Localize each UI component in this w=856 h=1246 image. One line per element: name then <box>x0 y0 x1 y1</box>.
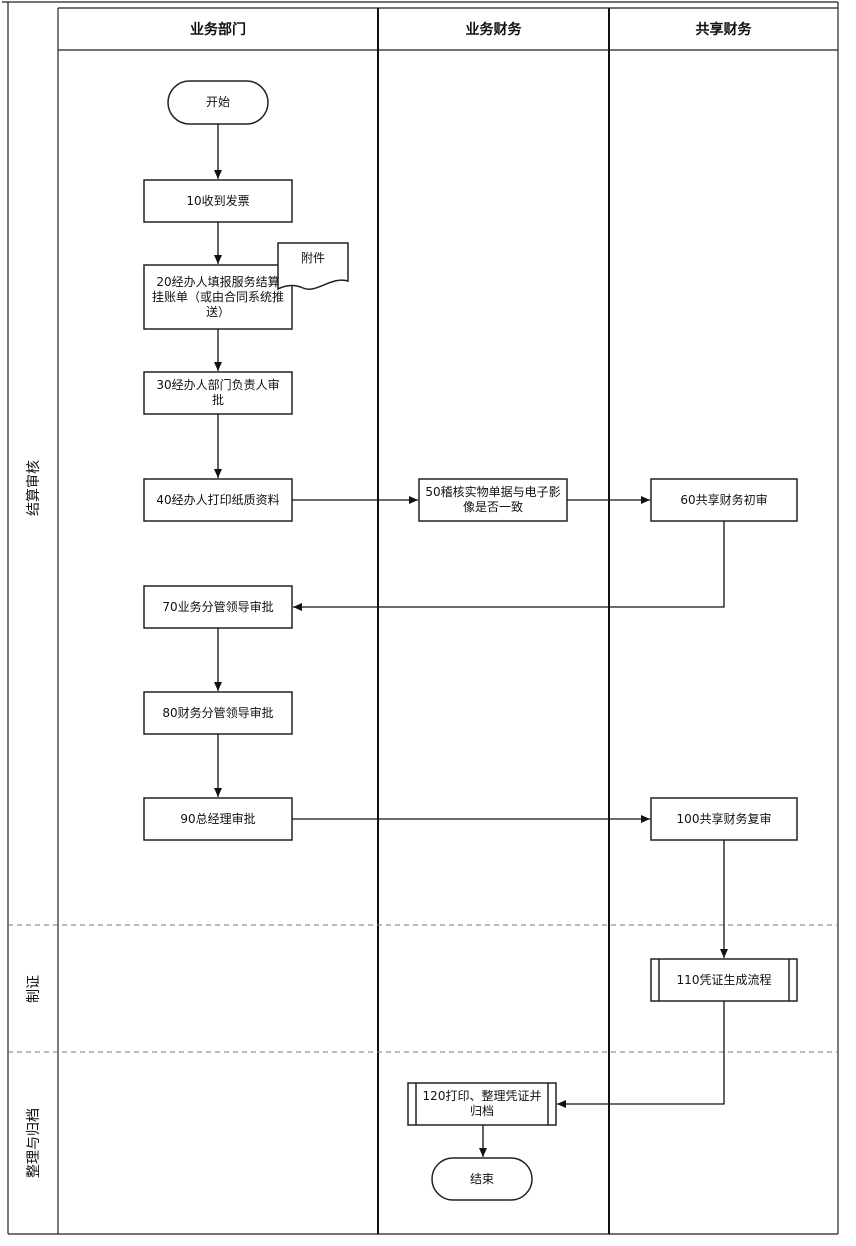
step-90-general-manager-approval: 90总经理审批 <box>180 811 256 826</box>
step-50-audit-documents: 50稽核实物单据与电子影像是否一致 <box>425 485 561 514</box>
arrow-110-to-120 <box>557 1001 725 1108</box>
lane-header-business-finance: 业务财务 <box>465 22 522 38</box>
phase-label-voucher: 制证 <box>26 974 42 1003</box>
step-80-finance-leader-approval: 80财务分管领导审批 <box>162 705 274 720</box>
step-10-receive-invoice: 10收到发票 <box>186 193 250 208</box>
lane-header-business-dept: 业务部门 <box>190 22 246 38</box>
step-60-shape <box>650 478 798 522</box>
step-60-shared-finance-initial-review: 60共享财务初审 <box>680 492 768 507</box>
subprocess-bars <box>415 959 790 1125</box>
lane-header-shared-finance: 共享财务 <box>695 22 752 38</box>
step-90-shape <box>143 797 293 841</box>
step-20-fill-settlement-form: 20经办人填报服务结算挂账单（或由合同系统推送） <box>152 274 285 319</box>
step-70-business-leader-approval: 70业务分管领导审批 <box>162 599 274 614</box>
step-100-shape <box>650 797 798 841</box>
step-120-subprocess-shape <box>407 1082 557 1126</box>
phase-label-archive: 整理与归档 <box>26 1108 42 1178</box>
start-node: 开始 <box>205 95 230 109</box>
attachment-document-shape <box>277 242 349 291</box>
phase-label-settlement-review: 结算审核 <box>26 459 42 516</box>
phase-dividers <box>8 924 838 1053</box>
step-30-dept-head-approval: 30经办人部门负责人审批 <box>156 378 280 407</box>
swimlane-frame <box>2 1 839 1235</box>
end-terminator-shape <box>431 1157 533 1201</box>
node-shapes <box>143 80 798 1201</box>
step-70-shape <box>143 585 293 629</box>
step-50-shape <box>418 478 568 522</box>
arrow-60-to-70 <box>293 521 725 611</box>
connectors <box>214 124 728 1157</box>
step-110-subprocess-shape <box>650 958 798 1002</box>
step-100-shared-finance-re-review: 100共享财务复审 <box>676 811 772 826</box>
end-node: 结束 <box>469 1171 494 1186</box>
attachment-document: 附件 <box>300 250 325 265</box>
lane-dividers <box>377 8 610 1234</box>
step-110-voucher-generation: 110凭证生成流程 <box>676 972 772 987</box>
step-120-print-and-archive: 120打印、整理凭证并归档 <box>422 1089 542 1118</box>
step-40-print-paper-docs: 40经办人打印纸质资料 <box>156 492 280 507</box>
